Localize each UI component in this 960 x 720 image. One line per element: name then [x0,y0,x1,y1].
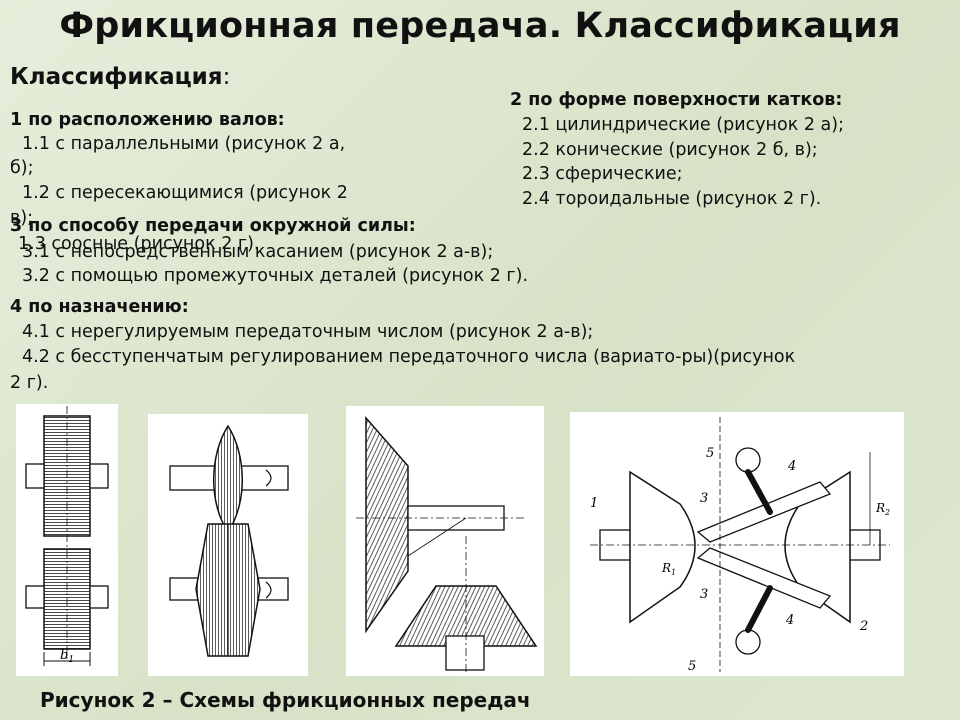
section-4-item: 4.1 с нерегулируемым передаточным числом… [22,322,594,342]
section-1-item: 1.3 соосные (рисунок 2 г). [18,234,260,254]
section-2-item: 2.3 сферические; [522,164,683,184]
label-3-bottom: 3 [700,587,708,602]
label-3-top: 3 [700,491,708,506]
section-2-item: 2.4 тороидальные (рисунок 2 г). [522,189,822,209]
toroidal-variator-drawing: 5 4 1 3 3 2 4 5 R1 R2 [590,417,890,674]
section-3-item: 3.1 с непосредственным касанием (рисунок… [22,242,494,262]
label-5-bottom: 5 [688,659,696,674]
section-1-item: б); [10,158,34,178]
cylindrical-rollers-drawing: b1 [25,406,109,666]
label-r2: R2 [875,501,890,517]
figure-toroidal-variator: 5 4 1 3 3 2 4 5 R1 R2 [570,412,904,676]
label-2: 2 [859,619,868,634]
dim-label-b1: b1 [60,648,74,665]
section-1-title: 1 по расположению валов: [10,110,285,130]
figure-caption: Рисунок 2 – Схемы фрикционных передач [40,688,531,712]
label-r1: R1 [661,561,676,577]
section-3-item: 3.2 с помощью промежуточных деталей (рис… [22,266,529,286]
classification-heading: Классификация: [10,64,230,90]
slide-title: Фрикционная передача. Классификация [59,6,901,46]
conical-rollers-drawing [169,424,289,657]
figure-bevel-rollers [346,406,544,676]
section-1-item: в); [10,208,34,228]
label-5-top: 5 [706,446,714,461]
heading-colon: : [222,64,231,90]
bevel-rollers-drawing [356,416,538,672]
figure-cylindrical-rollers: b1 [16,404,118,676]
section-3-title: 3 по способу передачи окружной силы: [10,216,416,236]
section-4-title: 4 по назначению: [10,297,189,317]
section-1-item: 1.2 с пересекающимися (рисунок 2 [22,183,348,203]
section-2-title: 2 по форме поверхности катков: [510,90,843,110]
section-2-item: 2.2 конические (рисунок 2 б, в); [522,140,818,160]
label-1: 1 [590,496,598,511]
label-4-top: 4 [787,459,796,474]
section-1-item: 1.1 с параллельными (рисунок 2 а, [22,134,346,154]
section-4-item: 2 г). [10,373,49,393]
section-2-item: 2.1 цилиндрические (рисунок 2 а); [522,115,844,135]
figure-conical-rollers [148,414,308,676]
heading-text: Классификация [10,64,223,90]
label-4-bottom: 4 [785,613,794,628]
section-4-item: 4.2 с бесступенчатым регулированием пере… [22,347,796,367]
